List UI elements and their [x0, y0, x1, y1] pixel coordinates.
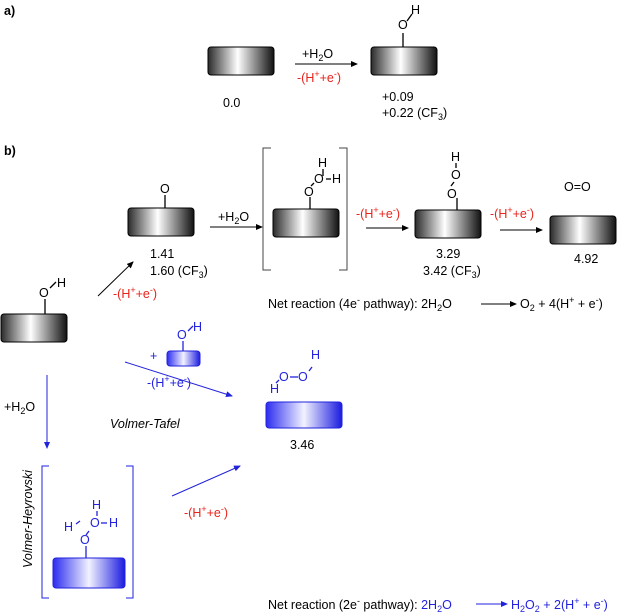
reaction-arrow: [97, 261, 134, 297]
peroxo-energy-cf3: 3.42 (CF3): [423, 264, 481, 280]
product-energy-cf3: +0.22 (CF3): [382, 106, 447, 122]
byproduct-proton-electron: -(H++e-): [113, 285, 157, 301]
bond: [406, 13, 413, 22]
bond: [187, 325, 194, 332]
panel-b-label: b): [4, 144, 16, 158]
atom-O: O: [447, 187, 457, 201]
oh-surface-fragment: [166, 350, 201, 367]
o2-molecule: O=O: [564, 180, 591, 194]
product-energy: +0.09: [382, 90, 414, 104]
o2-energy: 4.92: [574, 252, 598, 266]
atom-H: H: [451, 150, 460, 164]
atom-O: O: [398, 18, 408, 32]
byproduct-proton-electron: -(H++e-): [147, 374, 191, 390]
byproduct-proton-electron: -(H++e-): [297, 69, 341, 85]
atom-H: H: [64, 520, 73, 534]
atom-H: H: [311, 348, 320, 362]
atom-O: O: [298, 370, 308, 384]
atom-H: H: [193, 320, 202, 334]
net-reaction-2e-product: H2O2 + 2(H+ + e-): [511, 596, 608, 614]
byproduct-proton-electron: -(H++e-): [490, 205, 534, 221]
bond: [308, 366, 313, 372]
surface-slab: [414, 209, 482, 239]
surface-slab: [272, 208, 340, 238]
atom-H: H: [57, 276, 66, 290]
surface-slab: [207, 46, 275, 76]
surface-slab: [0, 313, 68, 343]
bond: [75, 520, 81, 525]
atom-H: H: [318, 156, 327, 170]
atom-O: O: [39, 286, 49, 300]
bond: [85, 530, 90, 536]
bracket-left: [262, 147, 271, 271]
atom-O: O: [314, 172, 324, 186]
reagent-water: +H2O: [218, 210, 249, 226]
tafel-plus: +: [150, 349, 157, 363]
oxo-energy-cf3: 1.60 (CF3): [150, 264, 208, 280]
byproduct-proton-electron: -(H++e-): [184, 504, 228, 520]
atom-H: H: [92, 498, 101, 512]
reaction-arrow-blue: [171, 465, 241, 497]
surface-slab-blue: [52, 557, 126, 589]
h2o2-surface: [265, 401, 343, 429]
panel-a-label: a): [4, 4, 15, 18]
reaction-arrow-blue: [124, 361, 233, 398]
h2o2-energy: 3.46: [290, 438, 314, 452]
volmer-heyrovski-label: Volmer-Heyrovski: [21, 469, 35, 568]
atom-H: H: [109, 516, 118, 530]
atom-O: O: [279, 370, 289, 384]
net-reaction-4e: Net reaction (4e- pathway): 2H2O: [268, 295, 452, 313]
atom-H: H: [411, 3, 420, 17]
byproduct-proton-electron: -(H++e-): [356, 205, 400, 221]
bond: [450, 181, 455, 187]
reagent-water: +H2O: [4, 400, 35, 416]
atom-H: H: [270, 382, 279, 396]
net-reaction-4e-product: O2 + 4(H+ + e-): [520, 295, 603, 313]
atom-O: O: [90, 516, 100, 530]
surface-slab: [370, 46, 438, 76]
atom-O: O: [160, 182, 170, 196]
bracket-right: [339, 147, 348, 271]
bracket-left-blue: [41, 465, 49, 599]
reactant-energy: 0.0: [223, 96, 240, 110]
bond: [49, 281, 57, 289]
net-reaction-2e: Net reaction (2e- pathway): 2H2O: [268, 596, 452, 614]
bond: [275, 379, 280, 384]
reagent-water: +H2O: [302, 47, 333, 63]
surface-slab: [549, 215, 617, 245]
oxo-energy: 1.41: [150, 247, 174, 261]
bracket-right-blue: [126, 465, 134, 599]
atom-H: H: [332, 172, 341, 186]
volmer-tafel-label: Volmer-Tafel: [110, 417, 181, 431]
peroxo-energy: 3.29: [436, 247, 460, 261]
atom-O: O: [177, 328, 187, 342]
atom-O-surface: O: [304, 185, 314, 199]
surface-slab: [127, 207, 195, 237]
atom-O-surface: O: [80, 533, 90, 547]
atom-O: O: [451, 168, 461, 182]
bond: [310, 182, 315, 187]
